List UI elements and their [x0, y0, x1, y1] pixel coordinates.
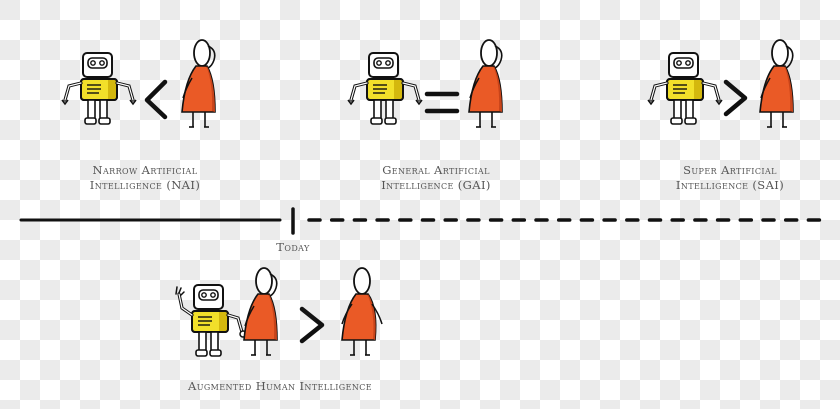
robot-icon: [346, 52, 424, 125]
stage-sai-illustration: [646, 39, 794, 128]
label-sai-line2: Intelligence (SAI): [675, 178, 785, 192]
label-nai-line1: Narrow Artificial: [92, 163, 198, 177]
robot-waving-icon: [175, 284, 247, 357]
human-icon: [243, 267, 278, 356]
label-augmented: Augmented Human Intelligence: [150, 379, 410, 394]
stage-nai-illustration: [60, 39, 216, 128]
augmented-illustration: [175, 267, 383, 357]
human-icon: [468, 39, 503, 128]
greater-than-icon: [723, 79, 748, 117]
label-today: Today: [253, 240, 333, 255]
label-sai-line1: Super Artificial: [683, 163, 777, 177]
robot-icon: [646, 52, 724, 125]
human-icon: [181, 39, 216, 128]
label-gai-line2: Intelligence (GAI): [381, 178, 491, 192]
augmented-text: Augmented Human Intelligence: [187, 379, 372, 393]
equals-icon: [424, 91, 460, 114]
label-sai: Super Artificial Intelligence (SAI): [640, 163, 820, 193]
less-than-icon: [144, 79, 168, 120]
human-icon: [759, 39, 794, 128]
greater-than-icon: [299, 306, 325, 344]
robot-icon: [60, 52, 138, 125]
label-gai-line1: General Artificial: [382, 163, 490, 177]
human-icon: [341, 267, 383, 356]
stage-gai-illustration: [346, 39, 503, 128]
label-nai-line2: Intelligence (NAI): [89, 178, 201, 192]
label-nai: Narrow Artificial Intelligence (NAI): [50, 163, 240, 193]
timeline: [19, 207, 822, 235]
today-text: Today: [276, 240, 310, 254]
label-gai: General Artificial Intelligence (GAI): [336, 163, 536, 193]
